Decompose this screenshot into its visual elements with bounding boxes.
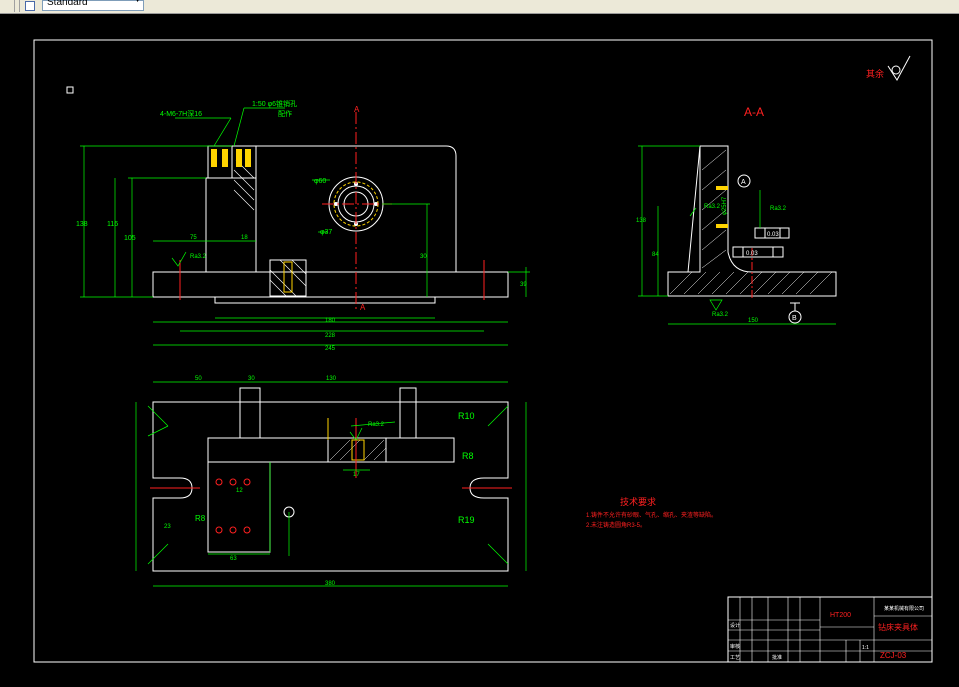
svg-text:30: 30 — [248, 376, 255, 382]
svg-text:4-M6-7H深16: 4-M6-7H深16 — [160, 109, 202, 118]
svg-text:R8: R8 — [462, 451, 474, 461]
svg-text:ZCJ-03: ZCJ-03 — [880, 651, 907, 660]
svg-text:A-A: A-A — [744, 105, 764, 119]
svg-text:1:50 φ6锥销孔: 1:50 φ6锥销孔 — [252, 99, 297, 108]
svg-text:R8: R8 — [195, 514, 206, 523]
svg-text:审核: 审核 — [730, 643, 740, 650]
svg-text:138: 138 — [76, 221, 88, 228]
svg-text:17: 17 — [353, 472, 360, 478]
svg-text:钻床夹具体: 钻床夹具体 — [878, 622, 918, 632]
svg-text:φ37: φ37 — [320, 229, 332, 236]
svg-text:Ra3.2: Ra3.2 — [704, 204, 721, 210]
svg-text:Ra3.2: Ra3.2 — [190, 254, 207, 260]
svg-text:180: 180 — [325, 318, 336, 324]
svg-text:批准: 批准 — [772, 654, 782, 661]
svg-text:技术要求: 技术要求 — [620, 496, 656, 507]
svg-text:Ra3.2: Ra3.2 — [712, 312, 729, 318]
svg-text:B: B — [792, 315, 797, 322]
svg-text:A: A — [360, 303, 366, 312]
svg-text:φ25H7: φ25H7 — [722, 196, 728, 215]
section-view: A-A A B 0.03 0.03 — [636, 105, 837, 325]
svg-text:380: 380 — [325, 581, 336, 587]
svg-text:50: 50 — [195, 376, 202, 382]
svg-text:某某机械有限公司: 某某机械有限公司 — [884, 605, 924, 612]
svg-text:23: 23 — [164, 524, 171, 530]
svg-text:39: 39 — [520, 282, 527, 288]
drawing-canvas[interactable]: 其余 — [0, 14, 959, 682]
text-style-icon[interactable] — [25, 1, 35, 11]
surface-finish-symbol: 其余 — [866, 55, 911, 81]
svg-text:HT200: HT200 — [830, 612, 851, 619]
ucs-marker — [66, 86, 74, 94]
svg-text:φ60: φ60 — [314, 178, 326, 185]
chevron-down-icon[interactable]: ▼ — [134, 0, 141, 4]
svg-text:设计: 设计 — [730, 622, 740, 629]
svg-text:228: 228 — [325, 333, 336, 339]
svg-text:0.03: 0.03 — [746, 251, 758, 257]
toolbar-button[interactable] — [0, 0, 15, 12]
svg-text:1.铸件不允许有砂眼、气孔、缩孔、夹渣等缺陷。: 1.铸件不允许有砂眼、气孔、缩孔、夹渣等缺陷。 — [586, 511, 717, 519]
front-view: A A 138 116 105 75 18 180 228 — [76, 99, 530, 352]
technical-notes: 技术要求 1.铸件不允许有砂眼、气孔、缩孔、夹渣等缺陷。 2.未注铸造圆角R3-… — [586, 496, 717, 529]
svg-text:116: 116 — [107, 221, 118, 228]
svg-text:75: 75 — [190, 235, 197, 241]
svg-text:0.03: 0.03 — [767, 232, 779, 238]
svg-text:138: 138 — [636, 218, 647, 224]
svg-text:30: 30 — [420, 254, 427, 260]
top-view: 50 30 130 380 R10 R8 R19 R8 17 63 23 12 … — [135, 376, 527, 587]
text-style-select[interactable]: Standard ▼ — [42, 0, 144, 11]
svg-text:130: 130 — [326, 376, 337, 382]
svg-text:其余: 其余 — [866, 68, 884, 79]
text-style-value: Standard — [47, 0, 88, 8]
svg-text:2.未注铸造圆角R3-5。: 2.未注铸造圆角R3-5。 — [586, 521, 646, 529]
svg-text:A: A — [354, 105, 360, 114]
svg-text:84: 84 — [652, 252, 659, 258]
svg-text:A: A — [741, 179, 746, 186]
svg-text:63: 63 — [230, 556, 237, 562]
drawing-border — [33, 39, 933, 663]
svg-text:12: 12 — [236, 488, 243, 494]
toolbar: Standard ▼ — [0, 0, 959, 14]
svg-text:Ra3.2: Ra3.2 — [368, 422, 385, 428]
svg-text:Ra3.2: Ra3.2 — [770, 206, 787, 212]
toolbar-separator — [15, 0, 20, 12]
svg-text:配作: 配作 — [278, 109, 292, 118]
svg-text:18: 18 — [241, 235, 248, 241]
svg-text:245: 245 — [325, 346, 336, 352]
svg-text:R19: R19 — [458, 515, 475, 525]
svg-text:R10: R10 — [458, 411, 475, 421]
svg-text:1:1: 1:1 — [862, 645, 869, 651]
svg-text:工艺: 工艺 — [730, 655, 740, 661]
title-block: HT200 某某机械有限公司 钻床夹具体 ZCJ-03 1:1 设计 审核 工艺… — [727, 596, 933, 663]
svg-text:150: 150 — [748, 318, 759, 324]
svg-text:105: 105 — [124, 235, 136, 242]
